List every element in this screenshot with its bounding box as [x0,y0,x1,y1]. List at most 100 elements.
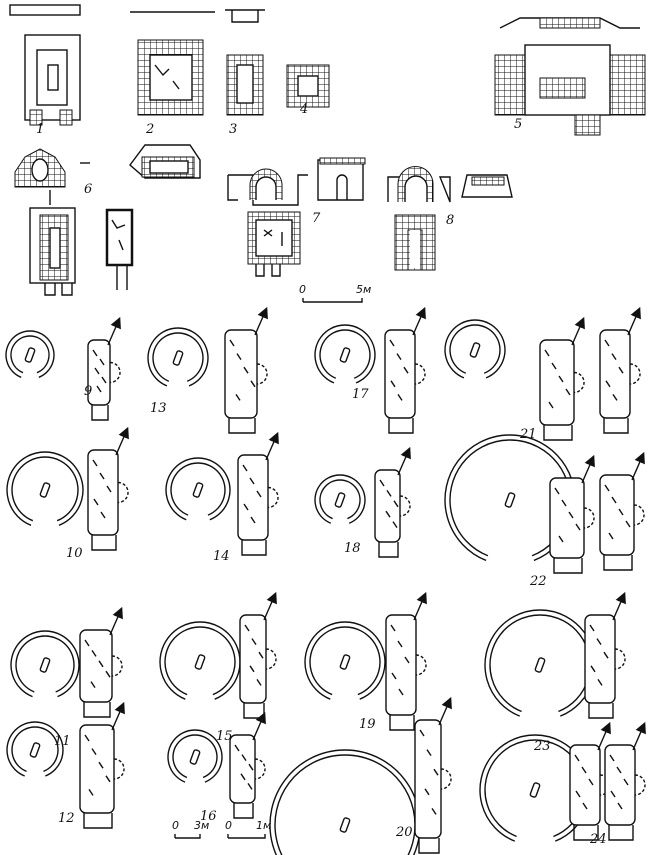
find-mark [548,401,554,409]
figure-label: 14 [213,549,230,564]
niche [111,655,123,677]
scale-bar-5m: 0 5м [299,283,371,303]
find-mark [582,802,588,810]
niche [440,768,452,790]
find-mark [590,665,596,673]
scale-zero: 0 [172,819,179,832]
find-mark [229,339,235,347]
find-mark [258,651,264,659]
find-mark [575,523,581,531]
ring-ditch [269,749,421,855]
ring-ditch [484,609,596,717]
find-mark [603,651,609,659]
dromos [228,418,256,434]
grave-12 [6,701,125,829]
north-arrow-icon [397,446,411,476]
find-mark [100,511,106,519]
north-arrow-icon [115,426,129,456]
ring-ditch [172,734,218,779]
ring-ditch [10,630,80,698]
scale-zero: 0 [299,283,306,296]
grave-pit [539,339,575,426]
north-arrow-icon [612,591,626,621]
figure-label: 4 [299,102,308,117]
find-mark [568,511,574,519]
find-mark [248,763,254,771]
grave-10 [6,426,129,551]
north-arrow-icon [631,451,645,481]
find-mark [251,638,257,645]
grave-pit [569,744,601,826]
dromos [243,703,265,719]
figure-label: 5 [514,117,522,132]
dromos [241,540,267,556]
find-mark [96,385,102,393]
find-mark [610,790,616,798]
niche [117,481,129,504]
find-mark [234,744,240,752]
north-arrow-icon [109,606,123,636]
find-mark [249,477,255,485]
niche [254,758,266,780]
figure-label: 12 [58,811,75,826]
find-mark [105,670,111,678]
ring-ditch [11,456,79,522]
tomb-7 [227,157,366,277]
find-mark [608,532,614,540]
find-mark [98,660,104,668]
scale-zero: 0 [225,819,232,832]
grave-pit [229,734,256,804]
niche [634,774,646,796]
figure-label: 21 [519,427,537,442]
figure-label: 19 [359,717,376,732]
find-mark [575,790,581,798]
find-mark [94,367,100,375]
find-mark [396,353,402,360]
find-mark [403,366,409,374]
central-pit [172,350,184,366]
find-mark [243,503,249,511]
find-mark [431,808,437,815]
figure-label: 24 [589,832,607,847]
find-mark [91,748,97,755]
ring-ditch [170,462,226,516]
dromos [91,535,117,551]
scale-end: 5м [356,283,371,296]
central-pit [339,347,351,363]
grave-9 [5,316,121,421]
scale-end: 3м [194,819,209,832]
find-mark [92,459,98,467]
find-mark [574,754,580,762]
ring-ditch [152,332,204,382]
find-mark [93,498,99,506]
central-pit [39,657,51,673]
grave-plans [5,306,646,855]
north-arrow-icon [627,306,641,336]
central-pit [534,657,546,673]
central-pit [529,782,541,798]
north-arrow-icon [413,591,427,621]
niche [113,758,125,780]
grave-16 [167,711,266,819]
find-mark [105,775,111,783]
dromos [603,555,633,571]
ring-ditch [489,614,591,713]
find-mark [611,496,617,504]
find-mark [597,679,603,686]
tomb-8 [387,166,513,271]
find-mark [618,366,624,374]
find-mark [241,754,247,761]
find-mark [256,490,262,498]
find-mark [101,376,107,384]
north-arrow-icon [412,306,426,336]
ring-ditch [274,754,416,855]
tomb-3 [225,9,265,116]
find-mark [88,789,94,796]
find-mark [612,394,618,401]
central-pit [339,654,351,670]
find-mark [385,510,391,518]
niche [267,486,279,509]
north-arrow-icon [632,721,646,751]
niche [414,363,426,385]
